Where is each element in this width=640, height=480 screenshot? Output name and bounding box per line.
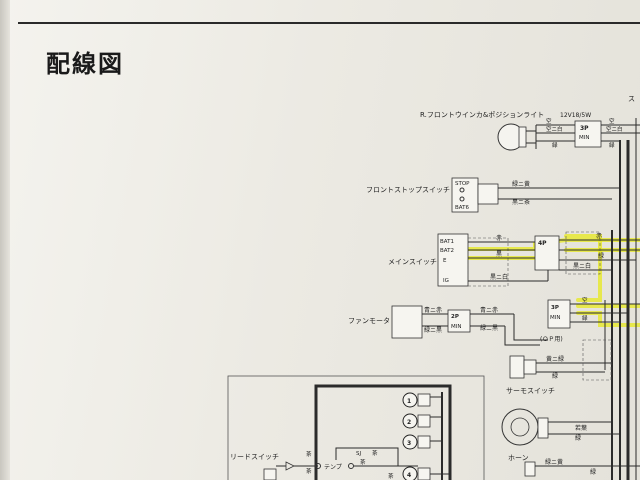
svg-text:2P: 2P xyxy=(451,314,459,320)
svg-text:緑: 緑 xyxy=(598,252,604,260)
svg-text:MIN: MIN xyxy=(579,135,589,141)
thermo-switch-section: 黄ニ緑 緑 サーモスイッチ xyxy=(506,339,612,395)
page-title: 配線図 xyxy=(46,50,124,78)
fan-motor-label: ファンモータ xyxy=(348,316,390,325)
svg-text:2: 2 xyxy=(407,419,411,426)
svg-text:赤: 赤 xyxy=(596,233,602,240)
svg-text:緑: 緑 xyxy=(609,141,615,149)
svg-text:BAT1: BAT1 xyxy=(440,239,454,245)
page-binding-edge xyxy=(0,0,10,480)
horn-label: ホーン xyxy=(508,454,529,462)
svg-text:緑: 緑 xyxy=(575,434,581,442)
stop-switch-icon xyxy=(451,177,479,213)
svg-text:緑: 緑 xyxy=(552,141,558,149)
svg-text:空: 空 xyxy=(546,117,552,125)
main-switch-section: メインスイッチ BAT1 BAT2 E IG 赤 黒 黒ニ白 4P 赤 緑 黒ニ… xyxy=(388,231,640,287)
svg-text:茶: 茶 xyxy=(388,472,394,480)
connector-3p-top xyxy=(574,120,602,148)
svg-text:茶: 茶 xyxy=(372,449,378,457)
svg-text:黒: 黒 xyxy=(496,251,502,258)
meter-outline xyxy=(227,375,485,480)
svg-text:黒ニ白: 黒ニ白 xyxy=(573,262,591,270)
thermo-switch-label: サーモスイッチ xyxy=(506,387,555,395)
svg-text:茶: 茶 xyxy=(306,450,312,458)
svg-text:BAT2: BAT2 xyxy=(440,248,454,254)
svg-text:青ニ赤: 青ニ赤 xyxy=(424,306,442,314)
bulb-socket-icon xyxy=(518,126,527,148)
meter-section: 1 2 3 4 リードスイッチ 茶 茶 テンプ 茶 SJ 茶 茶 xyxy=(227,375,485,480)
svg-text:黄ニ緑: 黄ニ緑 xyxy=(546,355,564,363)
svg-text:緑: 緑 xyxy=(582,314,588,322)
svg-text:若葉: 若葉 xyxy=(575,424,587,432)
r-front-winker-section: R.フロントウインカ&ポジションライト 12V18/5W ス 空 空ニ白 緑 3… xyxy=(420,95,640,151)
svg-text:4P: 4P xyxy=(538,240,547,247)
stop-switch-coupler xyxy=(477,183,499,205)
svg-text:MIN: MIN xyxy=(451,324,461,330)
svg-text:MIN: MIN xyxy=(550,315,560,321)
svg-text:青ニ赤: 青ニ赤 xyxy=(480,306,498,314)
svg-text:赤: 赤 xyxy=(496,235,502,242)
svg-text:E: E xyxy=(443,258,447,264)
main-harness xyxy=(604,118,637,480)
svg-text:茶: 茶 xyxy=(360,458,366,466)
svg-text:空: 空 xyxy=(582,296,588,304)
front-stop-switch-section: フロントストップスイッチ STOP BAT6 緑ニ黄 黒ニ茶 xyxy=(366,177,620,213)
svg-text:緑: 緑 xyxy=(590,468,596,476)
svg-text:3P: 3P xyxy=(580,125,589,132)
reed-switch-icon xyxy=(263,468,277,480)
horn-icon xyxy=(501,408,539,446)
svg-text:茶: 茶 xyxy=(306,467,312,475)
r-front-winker-label: R.フロントウインカ&ポジションライト xyxy=(420,111,544,119)
circled-number-1: 1 xyxy=(402,392,418,408)
svg-text:IG: IG xyxy=(443,278,449,284)
svg-text:黒ニ茶: 黒ニ茶 xyxy=(512,198,530,206)
svg-text:緑ニ黄: 緑ニ黄 xyxy=(512,180,530,188)
fan-motor-section: ファンモータ 青ニ赤 緑ニ黒 2P MIN 青ニ赤 緑ニ黒 3P MIN (ＯＰ… xyxy=(348,296,640,346)
reed-switch-label: リードスイッチ xyxy=(230,453,279,461)
connector-2p xyxy=(447,309,471,333)
op-note-label: (ＯＰ用) xyxy=(540,336,563,343)
svg-text:空ニ白: 空ニ白 xyxy=(546,125,563,133)
main-switch-label: メインスイッチ xyxy=(388,258,437,266)
svg-text:緑ニ黄: 緑ニ黄 xyxy=(545,458,563,466)
svg-text:BAT6: BAT6 xyxy=(455,205,469,211)
header-rule xyxy=(18,22,640,24)
circled-number-4: 4 xyxy=(402,466,418,480)
svg-text:空ニ白: 空ニ白 xyxy=(606,125,623,133)
tenpu-label: テンプ xyxy=(324,464,342,471)
connector-4p xyxy=(534,235,560,271)
svg-text:3P: 3P xyxy=(551,305,559,311)
svg-text:緑ニ黒: 緑ニ黒 xyxy=(424,326,442,334)
main-switch-icon xyxy=(437,233,469,287)
circled-number-2: 2 xyxy=(402,413,418,429)
svg-text:黒ニ白: 黒ニ白 xyxy=(490,273,508,281)
fan-motor-icon xyxy=(391,305,423,339)
edge-partial-label: ス xyxy=(628,95,635,103)
front-stop-switch-label: フロントストップスイッチ xyxy=(366,186,450,194)
bulb-spec-label: 12V18/5W xyxy=(560,112,591,119)
svg-text:3: 3 xyxy=(407,440,411,447)
horn-section: 若葉 緑 ホーン 緑ニ黄 緑 xyxy=(501,408,640,477)
svg-text:緑ニ黒: 緑ニ黒 xyxy=(480,324,498,332)
circled-number-3: 3 xyxy=(402,434,418,450)
svg-text:SJ: SJ xyxy=(356,451,361,457)
svg-text:STOP: STOP xyxy=(455,181,470,187)
svg-text:空: 空 xyxy=(609,117,615,125)
thermo-switch-icon xyxy=(509,355,525,379)
svg-text:1: 1 xyxy=(407,398,411,405)
connector-3p-mid xyxy=(547,299,571,329)
svg-text:4: 4 xyxy=(407,472,411,479)
svg-text:緑: 緑 xyxy=(552,372,558,380)
